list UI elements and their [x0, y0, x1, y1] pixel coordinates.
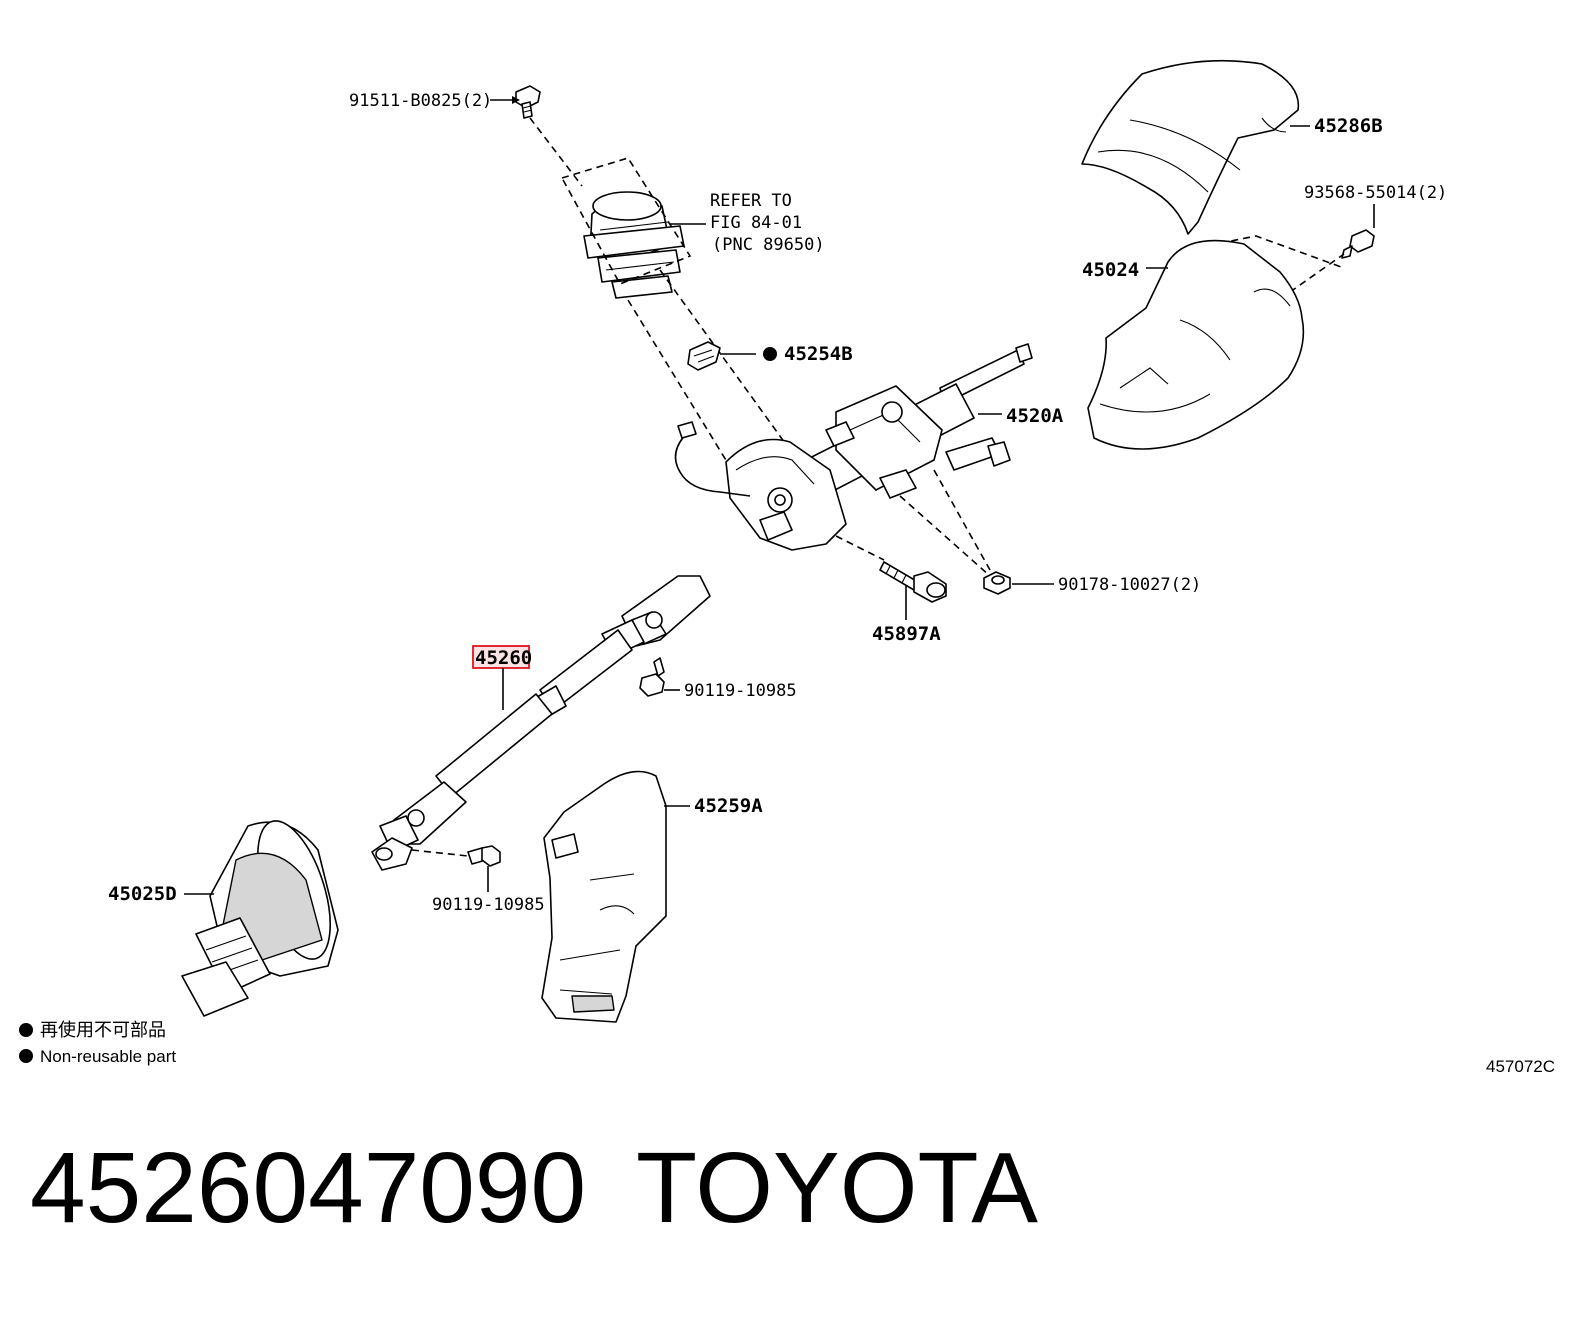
cover-45286B[interactable] [1081, 59, 1300, 235]
label-45260: 45260 [475, 647, 532, 669]
non-reusable-marker [763, 347, 777, 361]
label-45259A: 45259A [694, 795, 763, 817]
spiral-cable-89650[interactable] [583, 191, 685, 299]
nut-90178[interactable] [983, 571, 1011, 595]
highlight-box-45260 [472, 645, 530, 669]
label-45254B: 45254B [784, 343, 853, 365]
intermediate-shaft-45260[interactable] [371, 575, 711, 871]
label-90119-upper: 90119-10985 [684, 681, 797, 701]
legend-text-jp: 再使用不可部品 [40, 1020, 166, 1041]
label-45286B: 45286B [1314, 115, 1383, 137]
boot-45025D[interactable] [181, 812, 345, 1017]
title-brand: TOYOTA [636, 1132, 1038, 1244]
legend-text-en: Non-reusable part [40, 1047, 176, 1066]
label-93568: 93568-55014(2) [1304, 183, 1447, 203]
refer-text-line3: (PNC 89650) [712, 235, 825, 255]
cover-45024[interactable] [1087, 239, 1305, 450]
legend-dot-2 [19, 1049, 33, 1063]
label-45025D: 45025D [108, 883, 177, 905]
bolt-90119-lower[interactable] [467, 845, 501, 867]
label-90178: 90178-10027(2) [1058, 575, 1201, 595]
cover-45259A[interactable] [541, 770, 667, 1023]
legend-dot-1 [19, 1023, 33, 1037]
bolt-45897A[interactable] [879, 561, 947, 603]
label-45897A: 45897A [872, 623, 941, 645]
figure-code: 457072C [1486, 1057, 1555, 1076]
clip-45254B[interactable] [687, 341, 721, 371]
bolt-91511[interactable] [515, 85, 541, 119]
label-91511: 91511-B0825(2) [349, 91, 492, 111]
bolt-90119-upper[interactable] [639, 657, 665, 697]
refer-text-line1: REFER TO [710, 191, 792, 211]
label-90119-lower: 90119-10985 [432, 895, 545, 915]
screw-93568[interactable] [1341, 229, 1375, 259]
title-part-number: 4526047090 [30, 1132, 586, 1244]
label-45024: 45024 [1082, 259, 1139, 281]
steering-column-4520A[interactable] [674, 343, 1033, 551]
refer-text-line2: FIG 84-01 [710, 213, 802, 233]
label-4520A: 4520A [1006, 405, 1064, 427]
